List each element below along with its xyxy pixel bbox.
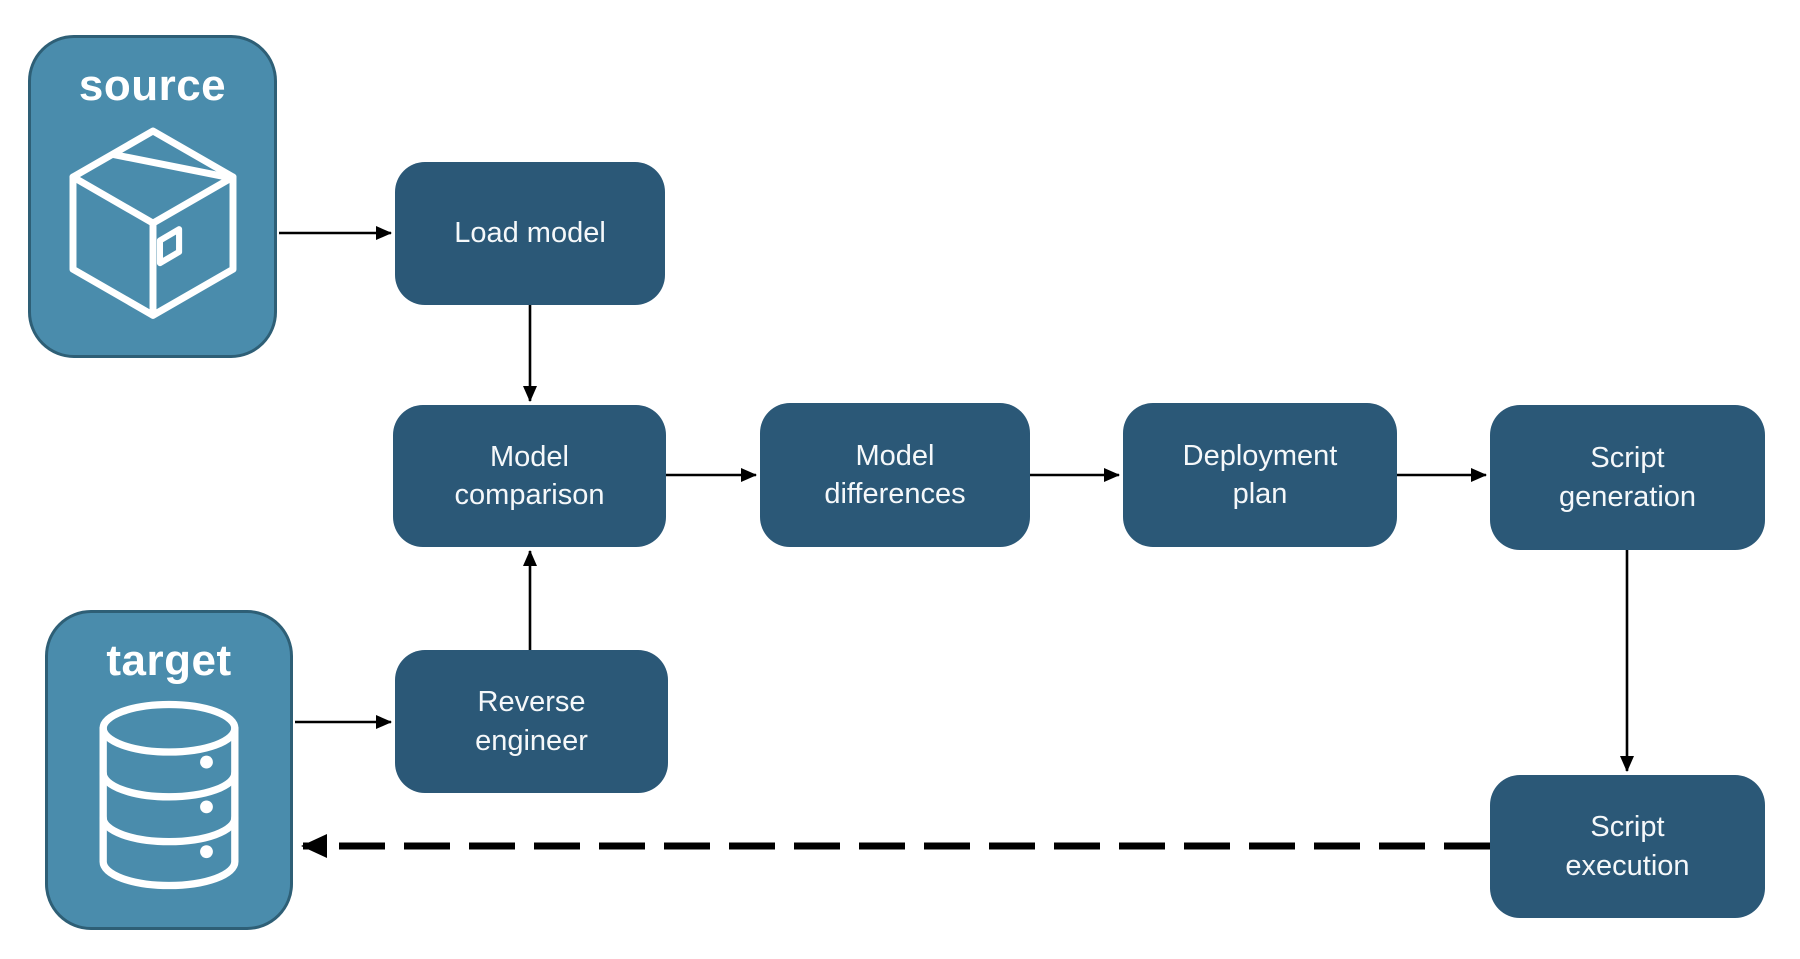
node-source: source — [28, 35, 277, 358]
script-generation-label: Script generation — [1558, 442, 1697, 513]
model-differences-label: Model differences — [824, 439, 966, 510]
database-icon — [99, 701, 239, 890]
deployment-plan-label: Deployment plan — [1182, 439, 1338, 510]
node-script-execution: Script execution — [1490, 775, 1765, 918]
source-label: source — [78, 61, 227, 110]
node-script-generation: Script generation — [1490, 405, 1765, 550]
node-model-comparison: Model comparison — [393, 405, 666, 547]
target-label: target — [106, 636, 232, 685]
node-model-differences: Model differences — [760, 403, 1030, 547]
node-load-model: Load model — [395, 162, 665, 305]
model-comparison-label: Model comparison — [454, 440, 605, 511]
node-target: target — [45, 610, 293, 930]
node-reverse-engineer: Reverse engineer — [395, 650, 668, 793]
load-model-label: Load model — [454, 217, 606, 250]
reverse-engineer-label: Reverse engineer — [475, 686, 588, 757]
package-icon — [69, 127, 236, 320]
script-execution-label: Script execution — [1565, 811, 1690, 882]
node-deployment-plan: Deployment plan — [1123, 403, 1397, 547]
